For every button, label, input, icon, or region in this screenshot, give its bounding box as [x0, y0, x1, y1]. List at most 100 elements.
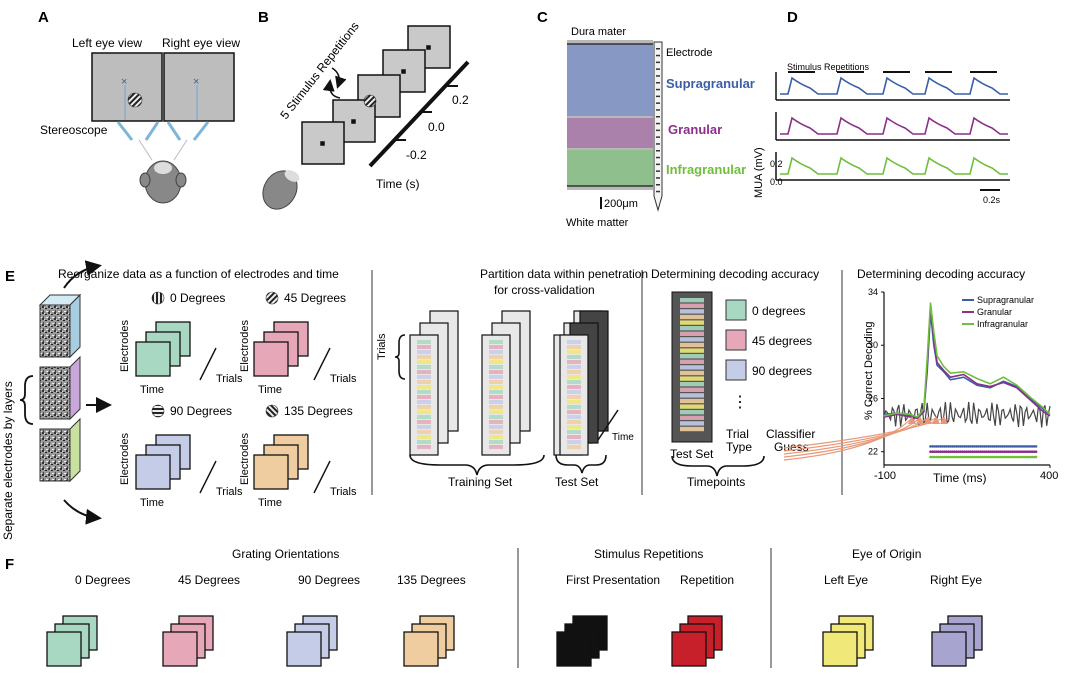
- e-electrodes-90: Electrodes: [119, 433, 131, 485]
- significance-dot: [998, 450, 1002, 453]
- electrode-contact: [656, 184, 660, 186]
- significance-dot: [943, 445, 946, 448]
- electrode-contact: [656, 102, 660, 104]
- significance-dot: [986, 450, 990, 453]
- significance-dot: [1030, 445, 1034, 448]
- significance-dot: [971, 450, 974, 453]
- significance-dot: [1032, 450, 1036, 453]
- significance-dot: [1024, 450, 1028, 453]
- significance-dot: [961, 445, 964, 448]
- significance-dot: [937, 445, 940, 448]
- grating-header: Grating Orientations: [232, 547, 339, 561]
- orientation-stacks: [135, 321, 331, 494]
- significance-dot: [967, 455, 970, 459]
- significance-dot: [1018, 445, 1022, 448]
- panel-e: E Separate electrodes by layers Reorgani…: [1, 260, 1058, 540]
- tick-minus-0.2: -0.2: [406, 148, 427, 162]
- electrode-contact: [656, 150, 660, 152]
- significance-dot: [935, 455, 938, 459]
- significance-dot: [1018, 455, 1022, 459]
- f-labels: 0 Degrees 45 Degrees 90 Degrees 135 Degr…: [75, 573, 982, 587]
- significance-dot: [990, 450, 994, 453]
- significance-dot: [955, 450, 958, 453]
- electrode-contact: [656, 116, 660, 118]
- right-eye-view-label: Right eye view: [162, 36, 240, 50]
- significance-dot: [1034, 445, 1038, 448]
- e-electrodes-45: Electrodes: [239, 320, 251, 372]
- significance-dot: [1018, 450, 1022, 453]
- significance-dot: [959, 455, 962, 459]
- electrode-contact: [656, 190, 660, 193]
- electrode-contact: [656, 156, 660, 159]
- significance-dot: [935, 450, 938, 453]
- panel-a: A Left eye view Right eye view × × Stere…: [38, 9, 240, 204]
- significance-dot: [931, 455, 934, 459]
- time-scale-label: 0.2s: [983, 195, 1001, 205]
- mua-ylabel: MUA (mV): [753, 147, 765, 198]
- swatch-0-degrees: [725, 299, 747, 321]
- significance-dot: [959, 450, 962, 453]
- electrode-contact: [656, 122, 660, 125]
- significance-dot: [986, 445, 990, 448]
- significance-dot: [947, 455, 950, 459]
- significance-dot: [978, 455, 982, 459]
- significance-dot: [1016, 455, 1020, 459]
- trial-type-1: Trial: [726, 427, 749, 441]
- trials-arrow: [199, 460, 217, 494]
- significance-dot: [941, 450, 944, 453]
- chart-xtick-label: 400: [1040, 470, 1058, 482]
- significance-dot: [929, 450, 932, 453]
- f-stack-90-degrees: [286, 615, 338, 667]
- significance-dot: [1002, 455, 1006, 459]
- significance-dot: [957, 455, 960, 459]
- e-orientation-labels: 0 Degrees 45 Degrees 90 Degrees 135 Degr…: [119, 291, 357, 509]
- f-stacks: [46, 615, 983, 667]
- timepoint-arrows: [783, 416, 948, 461]
- significance-dot: [941, 445, 944, 448]
- significance-dot: [967, 450, 970, 453]
- e-electrodes-135: Electrodes: [239, 433, 251, 485]
- f-label-45-degrees: 45 Degrees: [178, 573, 240, 587]
- significance-dot: [1008, 450, 1012, 453]
- significance-dot: [1004, 450, 1008, 453]
- significance-dot: [980, 455, 984, 459]
- f-stack-left-eye: [822, 615, 874, 667]
- layer-brace: [19, 375, 34, 425]
- significance-dot: [969, 455, 972, 459]
- f-stack-first-presentation: [556, 615, 608, 667]
- electrode-contact: [656, 129, 660, 132]
- significance-dot: [1010, 455, 1014, 459]
- f-stack-repetition: [671, 615, 723, 667]
- decoding-title-2: Determining decoding accuracy: [857, 267, 1025, 281]
- chart-ytick-label: 30: [868, 340, 878, 350]
- training-set-label: Training Set: [448, 475, 513, 489]
- e-trials-0: Trials: [216, 373, 243, 385]
- f-label-0-degrees: 0 Degrees: [75, 573, 130, 587]
- electrode-contact: [656, 88, 660, 91]
- chart-ylabel: % Correct Decoding: [863, 322, 875, 420]
- significance-dot: [1030, 455, 1034, 459]
- mua-ytick-0.0: 0.0: [770, 177, 783, 187]
- significance-dot: [1016, 445, 1020, 448]
- e-label-90-degrees: 90 Degrees: [170, 404, 232, 418]
- stereoscope-mirrors: [116, 121, 210, 161]
- partition-stack: [409, 310, 459, 456]
- timepoints-brace: [671, 455, 765, 477]
- significance-dot: [953, 445, 956, 448]
- stack-90-degrees: [135, 434, 191, 490]
- significance-dot: [933, 455, 936, 459]
- significance-dot: [963, 445, 966, 448]
- significance-dot: [1014, 450, 1018, 453]
- significance-dot: [1008, 455, 1012, 459]
- separate-layers-label: Separate electrodes by layers: [1, 381, 15, 540]
- f-stack-135-degrees: [403, 615, 455, 667]
- tick-0.2: 0.2: [452, 93, 469, 107]
- significance-dot: [1028, 450, 1032, 453]
- significance-dot: [1014, 445, 1018, 448]
- trials-arrow: [313, 347, 331, 381]
- e-label-0-degrees: 0 Degrees: [170, 291, 225, 305]
- significance-dot: [986, 455, 990, 459]
- panel-c-letter: C: [537, 9, 548, 26]
- swatch-90-degrees: [725, 359, 747, 381]
